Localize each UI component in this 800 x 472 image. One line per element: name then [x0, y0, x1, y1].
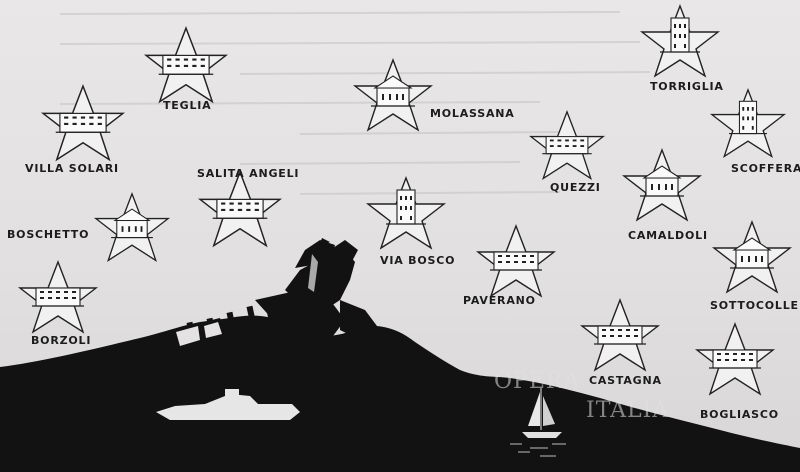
watermark-line1: OPERA [494, 369, 581, 394]
star-scoffera [711, 89, 785, 158]
star-torriglia [641, 5, 719, 77]
show-through-text [59, 11, 651, 195]
label-boschetto: BOSCHETTO [7, 228, 90, 241]
label-teglia: TEGLIA [163, 99, 212, 112]
star-salita-angeli [199, 171, 281, 247]
label-scoffera: SCOFFERA [731, 162, 800, 175]
star-molassana [354, 59, 432, 131]
star-quezzi [530, 111, 604, 180]
star-borzoli [19, 261, 97, 333]
label-via-bosco: VIA BOSCO [380, 254, 456, 267]
ship-shape [156, 389, 300, 420]
label-camaldoli: CAMALDOLI [628, 229, 708, 242]
port-silhouette [170, 238, 380, 357]
label-castagna: CASTAGNA [589, 374, 662, 387]
label-quezzi: QUEZZI [550, 181, 601, 194]
label-torriglia: TORRIGLIA [650, 80, 724, 93]
star-sottocolle [713, 221, 791, 293]
coastline-silhouette [0, 315, 800, 472]
label-molassana: MOLASSANA [430, 107, 515, 120]
sailboat-icon [510, 388, 566, 457]
label-paverano: PAVERANO [463, 294, 536, 307]
harbour-water [176, 322, 222, 346]
watermark-line2: ITALIA [586, 398, 670, 423]
star-paverano [477, 225, 555, 297]
label-sottocolle: SOTTOCOLLE [710, 299, 799, 312]
star-via-bosco [367, 177, 445, 249]
star-bogliasco [696, 323, 774, 395]
label-villa-solari: VILLA SOLARI [25, 162, 119, 175]
star-teglia [145, 27, 227, 103]
label-salita-angeli: SALITA ANGELI [197, 167, 300, 180]
star-villa-solari [42, 85, 124, 161]
label-borzoli: BORZOLI [31, 334, 92, 347]
star-boschetto [95, 193, 169, 262]
star-camaldoli [623, 149, 701, 221]
label-bogliasco: BOGLIASCO [700, 408, 779, 421]
star-castagna [581, 299, 659, 371]
